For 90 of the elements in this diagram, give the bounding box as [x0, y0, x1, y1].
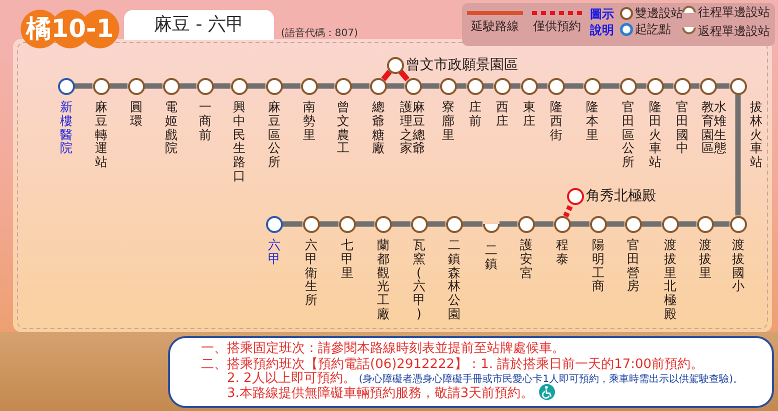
route-line	[352, 83, 370, 89]
legend-label: 雙邊設站	[635, 6, 683, 20]
stop-name: 東庄	[522, 100, 536, 128]
route-line	[510, 83, 520, 89]
notice-text: 2. 2人以上即可預約。	[227, 370, 356, 386]
notice-text: 一、搭乘固定班次：請參閱本路線時刻表並提前至站牌處候車。	[201, 341, 565, 356]
stop-name: 曾文農工	[336, 100, 350, 155]
stop-name: 隆本里	[586, 100, 598, 142]
legend-label: 起訖點	[635, 22, 671, 36]
route-line	[318, 83, 334, 89]
route-line	[636, 83, 646, 89]
stop-name: 圓環	[130, 100, 142, 128]
branch-route-line	[398, 70, 410, 82]
stop-name: 二鎮	[484, 243, 498, 270]
notice-note: (身心障礙者憑身心障礙手冊或市民愛心卡1人即可預約，乘車時需出示以供駕駛查驗)。	[358, 374, 743, 384]
stop-name: 隆西街	[550, 100, 562, 142]
route-name-tab: 麻豆 - 六甲	[124, 10, 274, 40]
route-line	[74, 83, 92, 89]
route-line	[564, 83, 584, 89]
stop-name: 護安宮	[520, 238, 532, 280]
stop-name: 七甲里	[340, 238, 354, 280]
route-line	[144, 83, 162, 89]
route-line	[282, 221, 302, 227]
stop-name: 陽明工商	[592, 238, 604, 293]
stop-name: 總爺糖廠	[372, 100, 384, 155]
route-line	[570, 221, 590, 227]
route-line	[214, 83, 230, 89]
stop-name: 隆田火車站	[648, 100, 662, 169]
stop-name: 官田區公所	[622, 100, 634, 169]
route-number-badge: 橘10-1	[20, 9, 120, 49]
legend-label: 僅供預約	[533, 19, 581, 33]
route-line	[248, 83, 266, 89]
stop-name: 一商前	[198, 100, 212, 142]
legend-label: 返程單邊設站	[698, 24, 770, 38]
legend-label: 延駛路線	[471, 19, 519, 33]
stop-name: 六甲	[268, 238, 280, 266]
route-line	[534, 221, 554, 227]
stop-name: 瓦窯(六甲)	[412, 238, 426, 320]
legend-label: 往程單邊設站	[698, 5, 770, 19]
route-line	[600, 83, 620, 89]
stop-name: 西庄	[496, 100, 508, 128]
stop-name: 新樓醫院	[60, 100, 72, 155]
stop-name: 南勢里	[302, 100, 316, 142]
stop-name: 二鎮森林公園	[448, 238, 460, 320]
voice-code-text: (語音代碼：807)	[281, 27, 358, 40]
route-line	[714, 221, 730, 227]
route-line	[462, 221, 482, 227]
route-line	[456, 83, 466, 89]
stop-name: 興中民生路口	[232, 100, 246, 182]
route-line	[484, 83, 494, 89]
legend-heading: 圖示說明	[590, 6, 615, 38]
stop-name: 拔林火車站	[750, 100, 762, 169]
route-line	[690, 83, 700, 89]
route-line	[320, 221, 338, 227]
stop-name: 電姬戲院	[164, 100, 178, 155]
stop-name: 官田國中	[676, 100, 688, 155]
route-line	[180, 83, 196, 89]
stop-name: 渡拔里北極殿	[664, 238, 676, 320]
stop-name: 角秀北極殿	[586, 188, 656, 204]
route-line	[110, 83, 128, 89]
stop-name: 麻豆轉運站	[94, 100, 108, 169]
route-line	[500, 221, 518, 227]
route-line	[716, 83, 730, 89]
notice-panel	[168, 336, 774, 408]
dashed-route-line	[563, 202, 574, 218]
stop-name: 寮廍里	[442, 100, 454, 142]
stop-name: 六甲衛生所	[304, 238, 318, 307]
stop-name: 程泰	[556, 238, 568, 266]
route-line	[356, 221, 374, 227]
route-line	[664, 83, 674, 89]
branch-route-line	[381, 70, 392, 82]
stop-name: 渡拔國小	[732, 238, 744, 293]
stop-name: 渡拔里	[698, 238, 712, 280]
stop-name: 麻豆區公所	[268, 100, 280, 169]
route-line	[678, 221, 696, 227]
route-line	[606, 221, 624, 227]
route-line	[735, 94, 741, 216]
route-line	[282, 83, 300, 89]
route-line	[386, 83, 404, 89]
stop-name: 蘭都觀光工廠	[376, 238, 390, 320]
stop-name: 庄前	[468, 100, 482, 128]
notice-text: 二、搭乘預約班次【預約電話(06)2912222】：1. 請於搭乘日前一天的17:00前預約。	[201, 357, 704, 372]
route-line	[428, 221, 446, 227]
stop-name: 曾文市政願景園區	[406, 57, 518, 73]
notice-text: 3.本路線提供無障礙車輛預約服務，敬請3天前預約。	[227, 386, 534, 400]
route-line	[392, 221, 410, 227]
route-line	[538, 83, 548, 89]
route-line	[422, 83, 440, 89]
route-line	[642, 221, 662, 227]
stop-name: 官田營房	[626, 238, 640, 293]
